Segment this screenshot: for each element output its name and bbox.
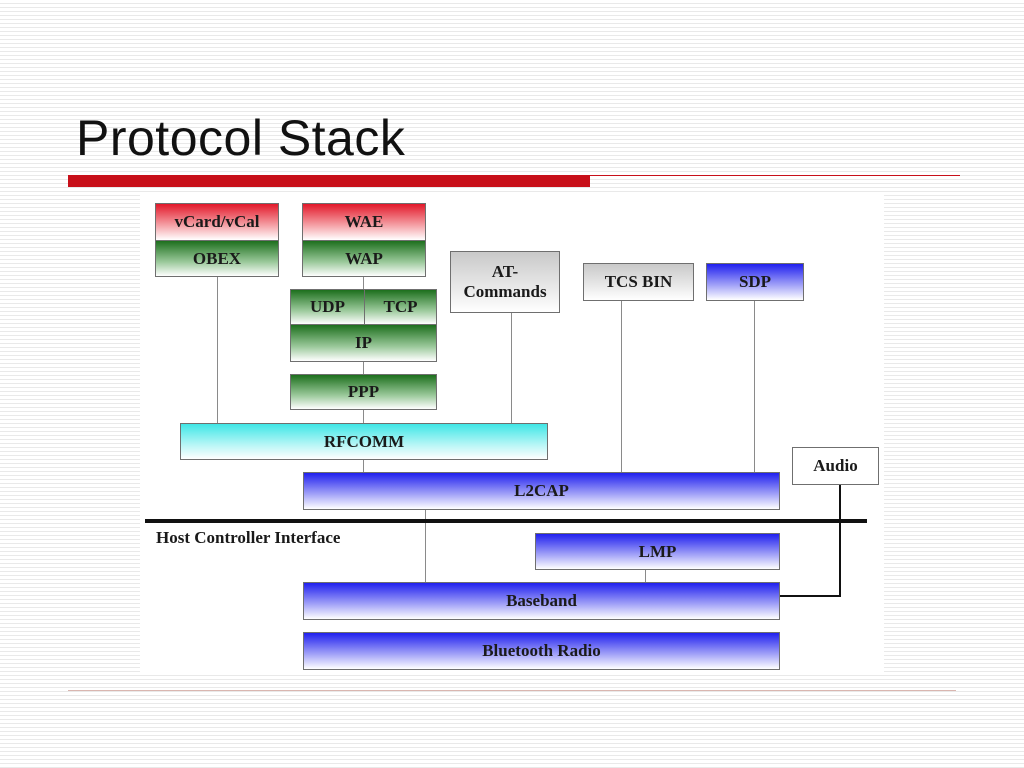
- connector-lmp-baseband: [645, 570, 646, 582]
- udp-label: UDP: [310, 297, 345, 316]
- connector-obex-rfcomm: [217, 277, 218, 423]
- connector-l2cap-baseband: [425, 510, 426, 582]
- rfcomm-label: RFCOMM: [323, 431, 405, 451]
- slide-title: Protocol Stack: [76, 110, 406, 166]
- tcs-bin-box: TCS BIN: [583, 263, 694, 301]
- lmp-label: LMP: [638, 541, 677, 561]
- wae-box: WAE: [302, 203, 426, 241]
- audio-label: Audio: [813, 456, 858, 475]
- connector-ip-ppp: [363, 362, 364, 374]
- connector-wap-udp: [363, 277, 364, 289]
- wap-box: WAP: [302, 240, 426, 277]
- ip-label: IP: [355, 333, 372, 352]
- hci-boundary-line: [145, 519, 867, 523]
- obex-label: OBEX: [192, 248, 242, 268]
- audio-box: Audio: [792, 447, 879, 485]
- at-commands-label-line1: AT-: [491, 262, 519, 281]
- tcp-label: TCP: [383, 297, 418, 316]
- tcp-box: TCP: [364, 289, 437, 325]
- title-underline-thick: [68, 175, 590, 187]
- wae-label: WAE: [344, 212, 384, 231]
- ip-box: IP: [290, 324, 437, 362]
- rfcomm-box: RFCOMM: [180, 423, 548, 460]
- vcard-vcal-label: vCard/vCal: [174, 212, 260, 231]
- l2cap-box: L2CAP: [303, 472, 780, 510]
- connector-audio-horizontal: [779, 595, 841, 597]
- protocol-stack-diagram: Host Controller Interface vCard/vCal OBE…: [140, 195, 884, 675]
- ppp-label: PPP: [347, 382, 380, 401]
- connector-rfcomm-l2cap: [363, 460, 364, 472]
- footer-rule: [68, 690, 956, 691]
- title-underline-thin: [590, 175, 960, 176]
- bluetooth-radio-label: Bluetooth Radio: [482, 641, 601, 660]
- tcs-bin-label: TCS BIN: [604, 272, 673, 291]
- baseband-box: Baseband: [303, 582, 780, 620]
- connector-sdp-l2cap: [754, 301, 755, 472]
- vcard-vcal-box: vCard/vCal: [155, 203, 279, 241]
- l2cap-label: L2CAP: [514, 481, 569, 500]
- connector-at-rfcomm: [511, 313, 512, 423]
- connector-tcs-l2cap: [621, 301, 622, 472]
- connector-audio-vertical: [839, 485, 841, 597]
- sdp-label: SDP: [738, 272, 772, 291]
- ppp-box: PPP: [290, 374, 437, 410]
- hci-label: Host Controller Interface: [156, 528, 341, 547]
- at-commands-box: AT- Commands: [450, 251, 560, 313]
- lmp-box: LMP: [535, 533, 780, 570]
- udp-box: UDP: [290, 289, 365, 325]
- connector-ppp-rfcomm: [363, 410, 364, 423]
- obex-box: OBEX: [155, 240, 279, 277]
- at-commands-label-line2: Commands: [463, 282, 547, 301]
- bluetooth-radio-box: Bluetooth Radio: [303, 632, 780, 670]
- baseband-label: Baseband: [506, 591, 577, 610]
- wap-label: WAP: [345, 248, 383, 268]
- sdp-box: SDP: [706, 263, 804, 301]
